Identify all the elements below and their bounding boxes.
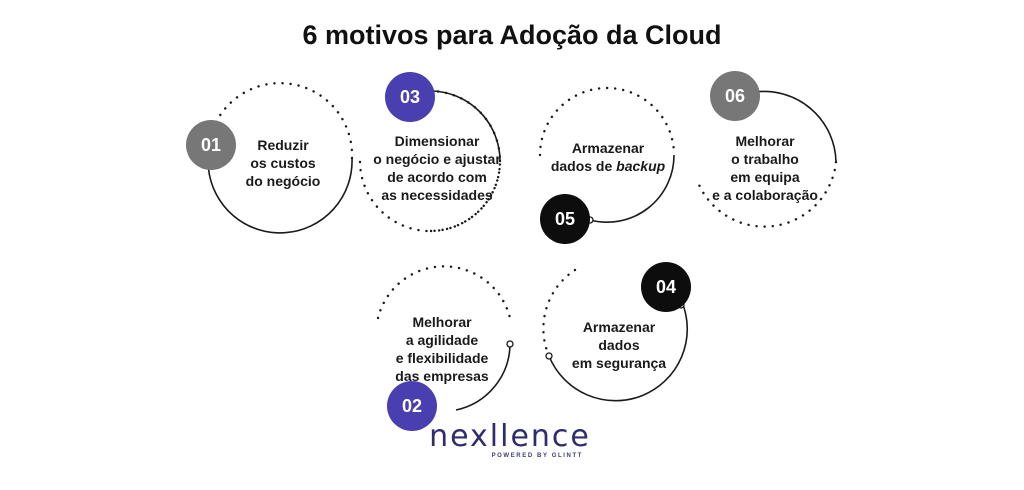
item-03-label: Dimensionar o negócio e ajustar de acord… — [373, 133, 501, 203]
item-05-label: Armazenar dados de backup — [550, 140, 666, 174]
item-06-label: Melhorar o trabalho em equipa e a colabo… — [712, 133, 818, 203]
page-title: 6 motivos para Adoção da Cloud — [302, 20, 722, 50]
badge-02: 02 — [387, 381, 437, 431]
item-02-label: Melhorar a agilidade e flexibilidade das… — [395, 314, 489, 384]
badge-03: 03 — [385, 72, 435, 122]
item-01-label: Reduzir os custos do negócio — [245, 137, 321, 189]
badge-01: 01 — [186, 120, 236, 170]
badge-05: 05 — [540, 194, 590, 244]
nexllence-logo: nexllence POWERED BY GLINTT — [425, 419, 595, 460]
item-04-label: Armazenar dados em segurança — [571, 319, 667, 371]
badge-06: 06 — [710, 71, 760, 121]
ring-02 — [376, 265, 514, 411]
logo-wordmark: nexllence — [429, 419, 591, 454]
logo-tagline: POWERED BY GLINTT — [491, 453, 583, 459]
badge-04: 04 — [641, 262, 691, 312]
